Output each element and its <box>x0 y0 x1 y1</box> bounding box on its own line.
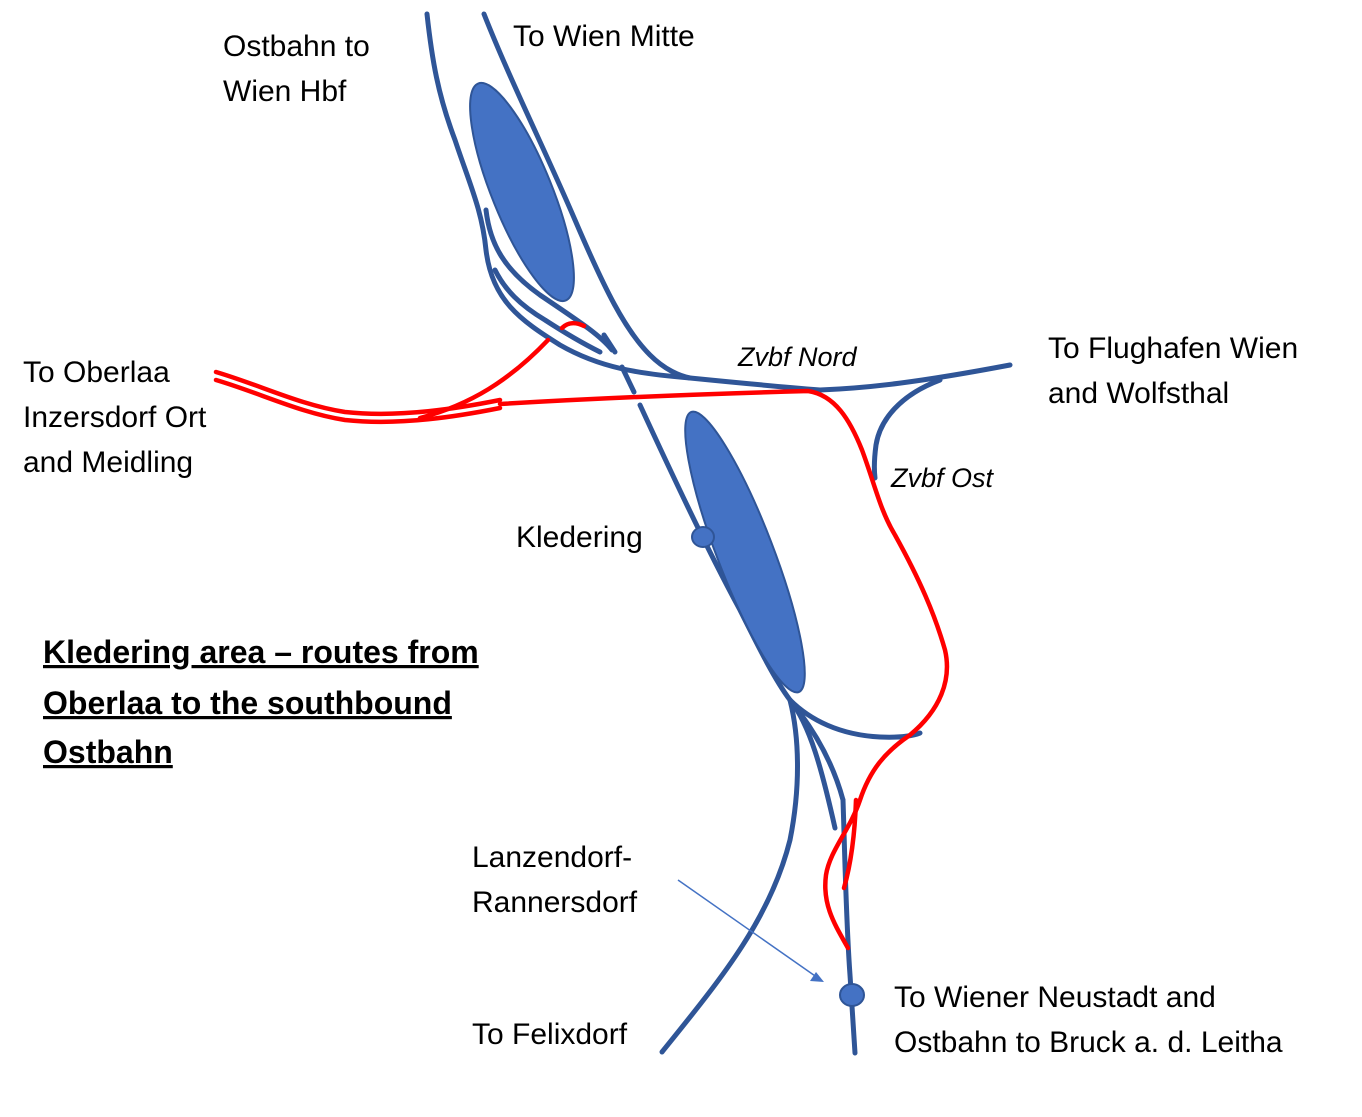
title-line-1: Kledering area – routes from <box>43 634 479 670</box>
track-ostbahn-hbf <box>424 11 823 393</box>
label-wiener-neustadt-1: To Wiener Neustadt and <box>894 981 1216 1014</box>
label-lanzendorf-1: Lanzendorf- <box>472 841 632 874</box>
station-kledering <box>691 526 715 548</box>
pointer-arrow <box>677 879 824 982</box>
track-zvbf-ost <box>871 377 943 481</box>
track-main-south-dash <box>619 364 637 395</box>
label-felixdorf: To Felixdorf <box>472 1018 628 1051</box>
track-flughafen <box>817 362 1013 393</box>
yards <box>469 81 806 694</box>
yard-zvbf-south <box>684 410 806 694</box>
label-wiener-neustadt-2: Ostbahn to Bruck a. d. Leitha <box>894 1026 1283 1059</box>
track-wiener-neustadt <box>840 797 858 1056</box>
stations <box>691 526 865 1007</box>
label-oberlaa-3: and Meidling <box>23 446 193 479</box>
label-lanzendorf-2: Rannersdorf <box>472 886 638 919</box>
track-inner-loop <box>483 207 615 353</box>
label-flughafen-2: and Wolfsthal <box>1048 377 1229 410</box>
label-zvbf-nord: Zvbf Nord <box>737 342 858 372</box>
track-branch-curve <box>492 267 603 355</box>
route-north-curve <box>417 337 551 421</box>
label-zvbf-ost: Zvbf Ost <box>890 463 995 493</box>
diagram-title: Kledering area – routes from Oberlaa to … <box>43 634 479 770</box>
route-north-stub <box>559 321 587 331</box>
track-felixdorf <box>659 697 800 1055</box>
label-flughafen-1: To Flughafen Wien <box>1048 332 1298 365</box>
routes <box>213 321 950 951</box>
track-parallel-south <box>797 710 846 803</box>
route-oberlaa-lower <box>213 377 503 425</box>
label-kledering: Kledering <box>516 521 643 554</box>
label-oberlaa-1: To Oberlaa <box>23 356 170 389</box>
label-ostbahn-hbf-1: Ostbahn to <box>223 30 370 63</box>
track-wien-mitte <box>481 11 693 381</box>
track-main-south <box>601 332 618 355</box>
label-wien-mitte: To Wien Mitte <box>513 20 695 53</box>
labels: Ostbahn to Wien Hbf To Wien Mitte To Flu… <box>23 20 1298 1059</box>
yard-north <box>469 81 575 303</box>
title-line-3: Ostbahn <box>43 734 173 770</box>
label-oberlaa-2: Inzersdorf Ort <box>23 401 207 434</box>
route-oberlaa-upper <box>213 369 503 417</box>
title-line-2: Oberlaa to the southbound <box>43 685 452 721</box>
label-ostbahn-hbf-2: Wien Hbf <box>223 75 347 108</box>
route-main <box>497 388 950 951</box>
station-lanzendorf <box>839 983 865 1007</box>
route-spur-south <box>841 797 859 891</box>
